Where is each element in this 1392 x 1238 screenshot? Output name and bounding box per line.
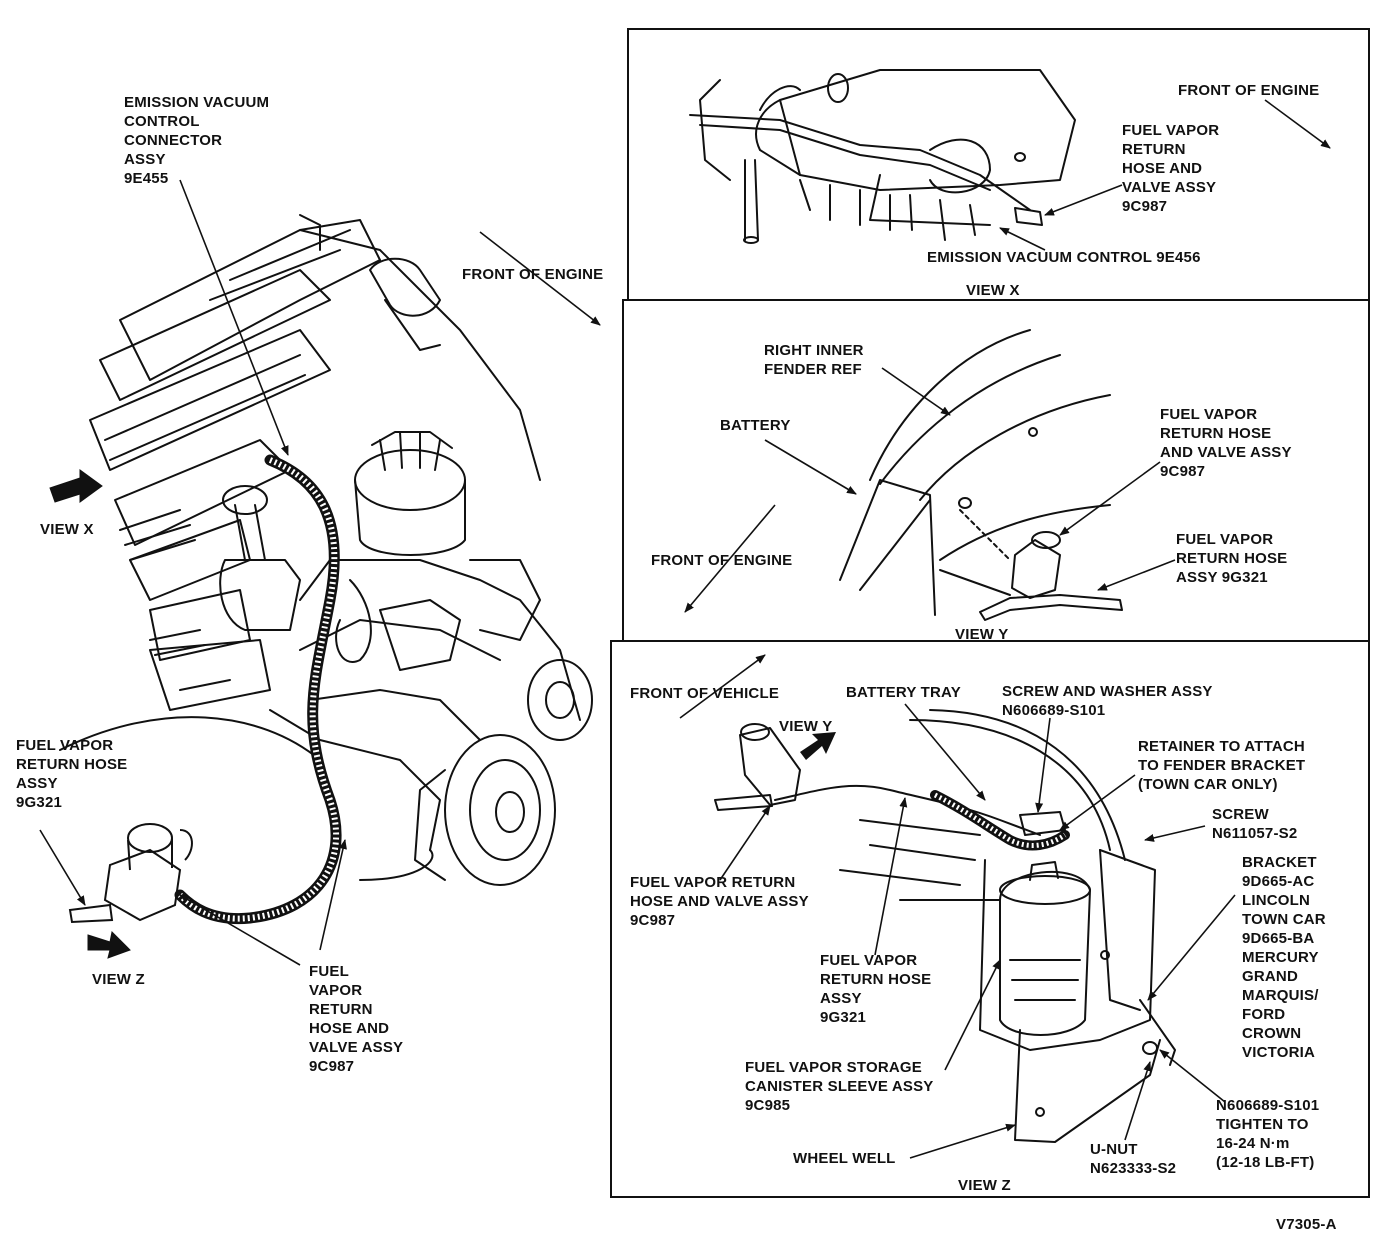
label-torque-spec: N606689-S101 TIGHTEN TO 16-24 N·m (12-18… (1216, 1097, 1320, 1171)
label-front-of-vehicle: FRONT OF VEHICLE (630, 685, 780, 702)
label-front-of-engine-x: FRONT OF ENGINE (1178, 82, 1320, 99)
view-z-arrow (87, 930, 131, 959)
figure-id: V7305-A (1276, 1216, 1337, 1233)
view-z-panel (610, 640, 1370, 1198)
label-bracket: BRACKET 9D665-AC LINCOLN TOWN CAR 9D665-… (1242, 854, 1326, 1061)
label-hose-assy-y: FUEL VAPOR RETURN HOSE ASSY 9G321 (1176, 531, 1288, 586)
label-hose-valve-assy-x: FUEL VAPOR RETURN HOSE AND VALVE ASSY 9C… (1122, 122, 1220, 215)
label-view-y-tag: VIEW Y (779, 718, 833, 735)
view-z-leaders (679, 654, 1236, 1159)
label-emission-connector: EMISSION VACUUM CONTROL CONNECTOR ASSY 9… (124, 94, 270, 187)
view-x-drawing (689, 69, 1076, 244)
label-u-nut: U-NUT N623333-S2 (1090, 1141, 1177, 1177)
caption-view-y: VIEW Y (955, 626, 1009, 643)
label-retainer: RETAINER TO ATTACH TO FENDER BRACKET (TO… (1138, 738, 1306, 793)
main-valve-assy (68, 823, 193, 924)
label-wheel-well: WHEEL WELL (793, 1150, 896, 1167)
caption-view-z: VIEW Z (958, 1177, 1011, 1194)
main-corrugated-hose (174, 454, 342, 925)
label-screw-washer: SCREW AND WASHER ASSY N606689-S101 (1002, 683, 1213, 719)
label-front-of-engine-y: FRONT OF ENGINE (651, 552, 793, 569)
label-emission-control-x: EMISSION VACUUM CONTROL 9E456 (927, 249, 1201, 266)
caption-view-x: VIEW X (966, 282, 1020, 299)
label-screw: SCREW N611057-S2 (1212, 806, 1298, 842)
view-x-leaders (999, 99, 1331, 251)
view-y-drawing (839, 329, 1123, 621)
view-y-leaders (684, 367, 1176, 613)
label-hose-valve-assy-y: FUEL VAPOR RETURN HOSE AND VALVE ASSY 9C… (1160, 406, 1292, 480)
label-hose-valve-assy-z: FUEL VAPOR RETURN HOSE AND VALVE ASSY 9C… (630, 874, 809, 929)
label-battery-tray: BATTERY TRAY (846, 684, 961, 701)
view-z-drawing (714, 709, 1176, 1143)
label-fuel-vapor-hose-assy-main: FUEL VAPOR RETURN HOSE ASSY 9G321 (16, 737, 128, 811)
label-view-x-tag: VIEW X (40, 521, 94, 538)
label-fender-ref: RIGHT INNER FENDER REF (764, 342, 864, 378)
engine-drawing (59, 214, 593, 886)
view-x-arrow (49, 469, 103, 503)
view-z-viewy-arrow (800, 732, 836, 760)
label-view-z-tag: VIEW Z (92, 971, 145, 988)
label-battery: BATTERY (720, 417, 791, 434)
label-front-of-engine-main: FRONT OF ENGINE (462, 266, 604, 283)
label-hose-valve-assy-main: FUEL VAPOR RETURN HOSE AND VALVE ASSY 9C… (309, 963, 404, 1075)
label-hose-assy-z: FUEL VAPOR RETURN HOSE ASSY 9G321 (820, 952, 932, 1026)
main-leader-lines (39, 179, 601, 966)
label-canister: FUEL VAPOR STORAGE CANISTER SLEEVE ASSY … (745, 1059, 934, 1114)
view-z-corrugated-hose (930, 790, 1070, 851)
